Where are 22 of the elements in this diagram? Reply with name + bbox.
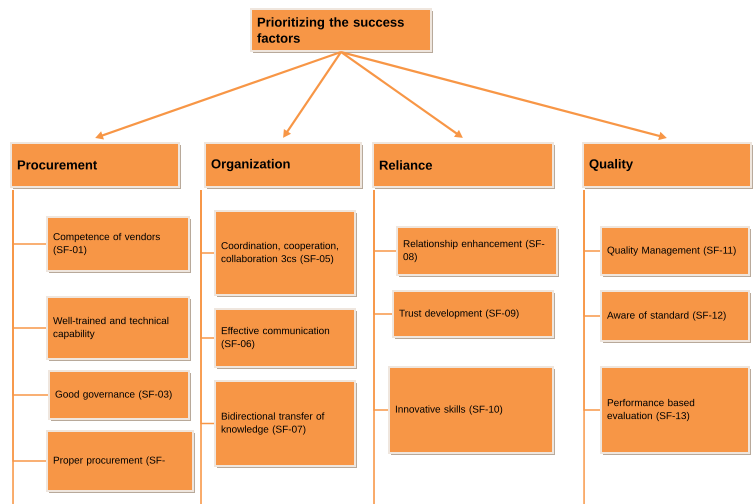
- category-box: Organization: [204, 142, 363, 189]
- factor-box: Well-trained and technical capability: [46, 296, 191, 361]
- category-box: Quality: [582, 142, 753, 189]
- factor-box: Competence of vendors (SF-01): [46, 216, 191, 273]
- connector-line: [12, 190, 46, 462]
- connector-line: [200, 190, 214, 424]
- factor-box: Trust development (SF-09): [392, 290, 555, 339]
- category-box: Procurement: [10, 142, 181, 189]
- factor-box: Relationship enhancement (SF-08): [396, 226, 559, 277]
- factor-box: Innovative skills (SF-10): [388, 366, 555, 455]
- factor-box: Coordination, cooperation, collaboration 3cs (SF-05): [214, 210, 357, 297]
- factor-box: Good governance (SF-03): [48, 370, 191, 421]
- factor-box: Bidirectional transfer of knowledge (SF-07): [214, 380, 357, 468]
- category-box: Reliance: [372, 142, 555, 189]
- factor-box: Performance based evaluation (SF-13): [600, 366, 751, 455]
- factor-box: Effective communication (SF-06): [214, 308, 357, 369]
- connector-line: [583, 190, 600, 411]
- factor-box: Proper procurement (SF-: [46, 430, 195, 493]
- factor-box: Quality Management (SF-11): [600, 226, 751, 277]
- connector-line: [373, 190, 388, 411]
- title-box: Prioritizing the success factors: [250, 8, 433, 53]
- factor-box: Aware of standard (SF-12): [600, 290, 751, 343]
